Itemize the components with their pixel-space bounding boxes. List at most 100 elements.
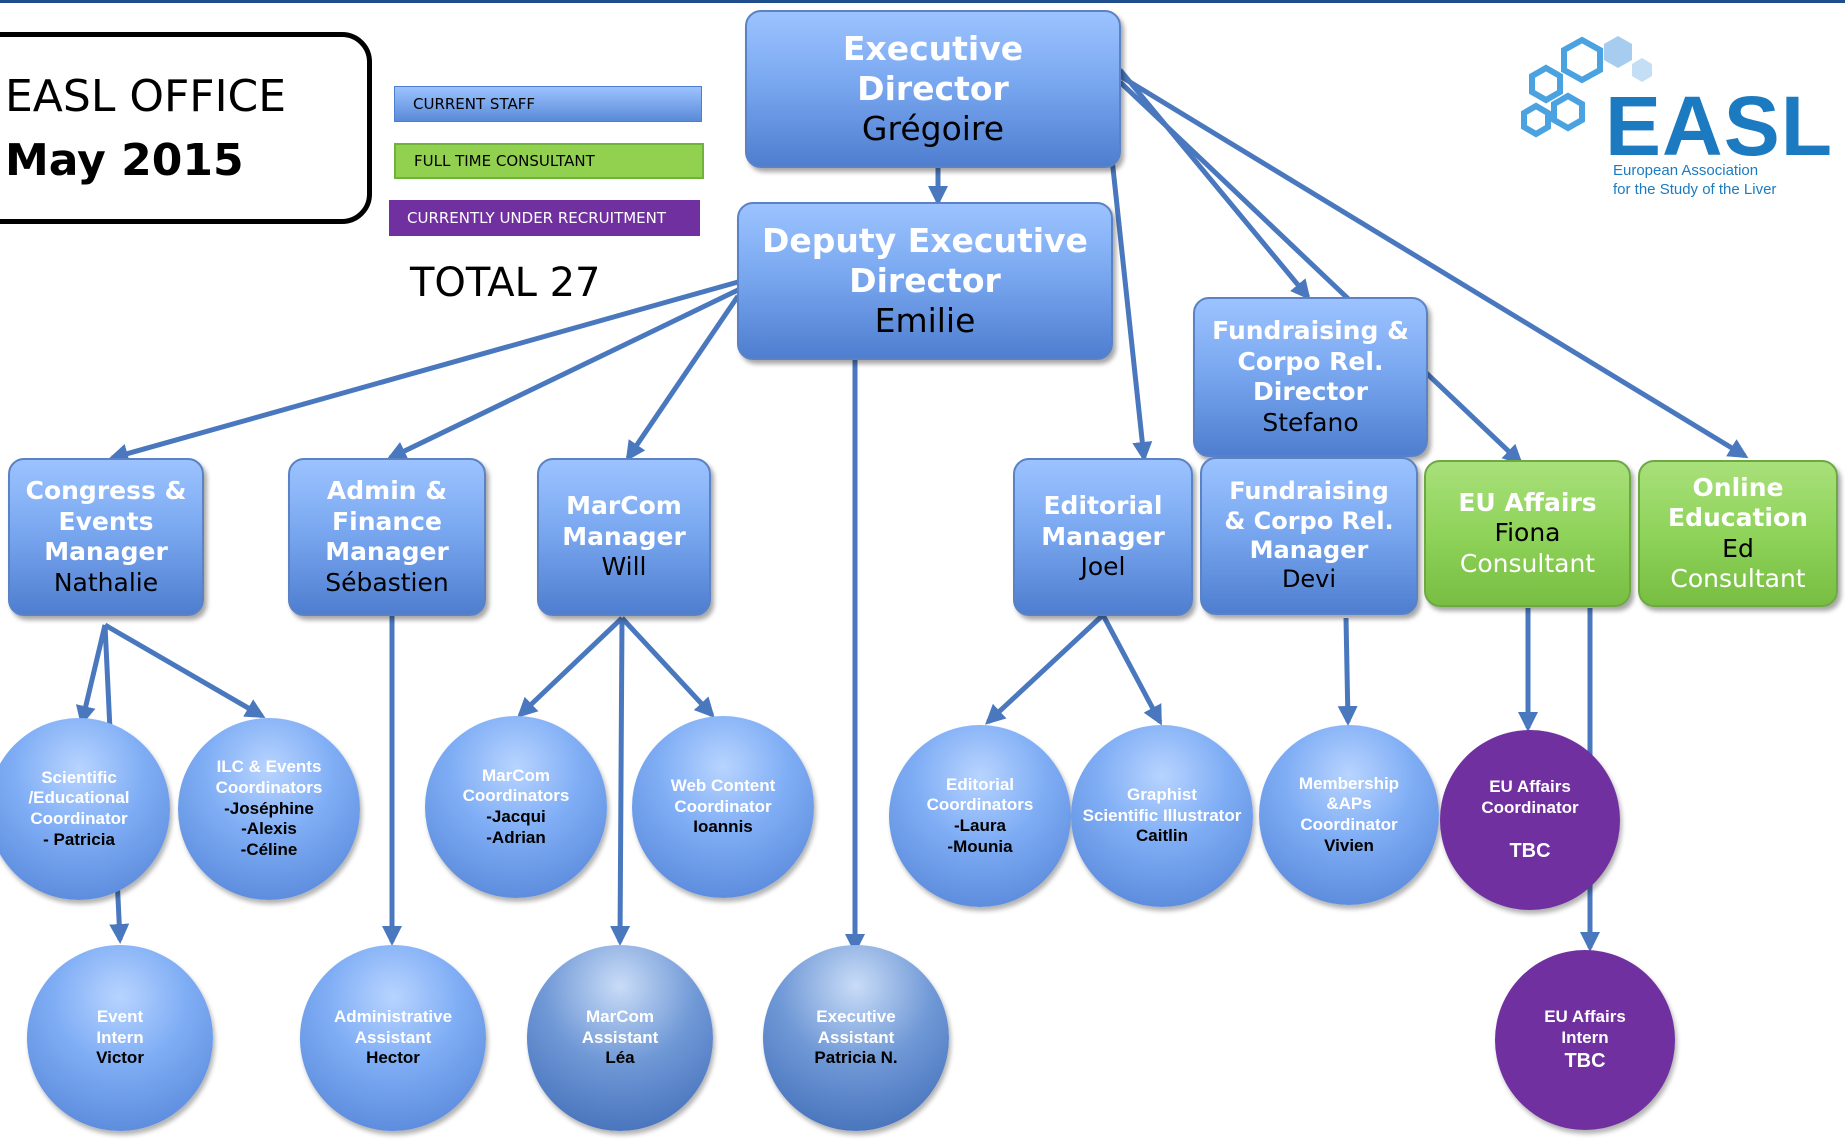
link-editorial-coord xyxy=(985,613,1105,725)
legend-current-staff: CURRENT STAFF xyxy=(394,86,702,122)
circle-name: -Joséphine xyxy=(224,798,314,818)
circle-title: Coordinator xyxy=(30,809,128,828)
circle-name: -Adrian xyxy=(486,827,546,847)
circle-title: MarCom xyxy=(481,765,550,785)
circle-title: Coordinators xyxy=(462,786,570,806)
circle-name: Patricia N. xyxy=(814,1048,898,1068)
node-congress-events-manager: Congress & Events Manager Nathalie xyxy=(8,458,204,616)
circle-eu-affairs-intern: EU Affairs Intern TBC xyxy=(1495,950,1675,1130)
circle-title: Membership xyxy=(1298,773,1400,793)
circle-title: &APs xyxy=(1326,794,1372,814)
circle-title: Intern xyxy=(1561,1027,1609,1047)
circle-eu-affairs-coordinator: EU Affairs Coordinator TBC xyxy=(1440,730,1620,910)
circle-editorial-coordinators: Editorial Coordinators -Laura -Mounia xyxy=(889,725,1071,907)
circle-title: Executive xyxy=(816,1006,896,1026)
circle-graphist: Graphist Scientific Illustrator Caitlin xyxy=(1071,725,1253,907)
node-title: Finance xyxy=(332,506,442,536)
node-admin-finance-manager: Admin & Finance Manager Sébastien xyxy=(288,458,486,616)
node-name: Grégoire xyxy=(861,109,1005,149)
circle-name: -Alexis xyxy=(241,819,297,839)
node-title: EU Affairs xyxy=(1458,487,1597,517)
link-deputy-admin xyxy=(386,287,740,461)
node-title: Director xyxy=(857,68,1009,108)
node-name: Fiona xyxy=(1494,518,1561,548)
top-border-line xyxy=(0,0,1845,3)
circle-web-content-coordinator: Web Content Coordinator Ioannis xyxy=(632,716,814,898)
office-title: EASL OFFICE xyxy=(5,71,287,122)
node-name: Joel xyxy=(1080,552,1126,582)
node-title: Fundraising & xyxy=(1212,316,1409,345)
circle-title: Coordinators xyxy=(215,777,323,797)
circle-title: Event xyxy=(96,1006,144,1026)
node-name: Nathalie xyxy=(53,567,159,597)
link-deputy-congress xyxy=(108,279,739,464)
circle-membership-coordinator: Membership &APs Coordinator Vivien xyxy=(1259,725,1439,905)
circle-title: Scientific xyxy=(41,767,117,787)
circle-title: /Educational xyxy=(28,788,130,808)
node-executive-director: Executive Director Grégoire xyxy=(745,10,1121,168)
node-title: MarCom xyxy=(566,491,682,521)
link-deputy-marcom xyxy=(625,294,741,462)
node-title: Deputy Executive xyxy=(762,220,1088,260)
circle-title: Editorial xyxy=(945,774,1014,794)
circle-title: Coordinators xyxy=(926,795,1034,815)
circle-name: TBC xyxy=(1509,839,1551,862)
node-fundraising-manager: Fundraising & Corpo Rel. Manager Devi xyxy=(1200,457,1418,615)
node-deputy-executive-director: Deputy Executive Director Emilie xyxy=(737,202,1113,360)
node-name: Ed xyxy=(1722,533,1754,563)
node-title: Director xyxy=(849,260,1001,300)
link-exec-online-edu xyxy=(1118,73,1749,459)
node-title: Events xyxy=(58,506,154,536)
circle-title: Scientific Illustrator xyxy=(1082,805,1242,825)
circle-ilc-events-coordinators: ILC & Events Coordinators -Joséphine -Al… xyxy=(178,718,360,900)
circle-title: Coordinator xyxy=(674,796,772,816)
legend-full-time-consultant: FULL TIME CONSULTANT xyxy=(394,143,704,179)
link-exec-fundraising-dir xyxy=(1118,68,1311,301)
node-name: Devi xyxy=(1281,565,1337,594)
circle-marcom-coordinators: MarCom Coordinators -Jacqui -Adrian xyxy=(425,716,607,898)
node-name: Emilie xyxy=(874,301,976,341)
title-box: EASL OFFICE May 2015 xyxy=(0,32,372,224)
circle-marcom-assistant: MarCom Assistant Léa xyxy=(527,945,713,1131)
easl-logo-icon xyxy=(1521,36,1652,138)
node-marcom-manager: MarCom Manager Will xyxy=(537,458,711,616)
circle-name: -Mounia xyxy=(947,836,1013,856)
link-exec-eu-affairs xyxy=(1118,80,1523,465)
node-title: Fundraising xyxy=(1229,477,1389,506)
node-title: Editorial xyxy=(1043,491,1163,521)
circle-name: Hector xyxy=(366,1048,420,1068)
logo-subtitle-line1: European Association xyxy=(1613,162,1759,179)
circle-name: -Céline xyxy=(240,840,298,860)
circle-name: Ioannis xyxy=(693,817,753,837)
node-fundraising-director: Fundraising & Corpo Rel. Director Stefan… xyxy=(1193,297,1428,457)
circle-administrative-assistant: Administrative Assistant Hector xyxy=(300,945,486,1131)
link-editorial-graphist xyxy=(1100,613,1163,726)
node-title: & Corpo Rel. xyxy=(1224,506,1394,535)
link-congress-scientific xyxy=(75,624,108,726)
link-fundraising-membership xyxy=(1337,617,1358,726)
circle-title: MarCom xyxy=(585,1006,654,1026)
circle-title: Intern xyxy=(96,1027,144,1047)
link-marcom-web xyxy=(620,616,715,718)
office-date: May 2015 xyxy=(5,135,244,186)
node-title: Congress & xyxy=(25,476,187,505)
circle-name: - Patricia xyxy=(43,829,115,849)
total-count: TOTAL 27 xyxy=(410,260,601,306)
node-title: Manager xyxy=(562,521,686,551)
circle-title: Coordinator xyxy=(1481,797,1579,817)
logo-subtitle-line2: for the Study of the Liver xyxy=(1613,181,1777,198)
circle-title: EU Affairs xyxy=(1489,777,1571,797)
node-title: Admin & xyxy=(326,476,448,505)
circle-name: Victor xyxy=(96,1048,144,1068)
circle-title: Web Content xyxy=(670,775,776,795)
circle-event-intern: Event Intern Victor xyxy=(27,945,213,1131)
node-note: Consultant xyxy=(1670,564,1806,593)
link-congress-ilc xyxy=(103,622,266,719)
circle-title: Assistant xyxy=(817,1027,895,1047)
node-title: Education xyxy=(1668,503,1808,532)
node-title: Online xyxy=(1692,472,1784,502)
node-eu-affairs: EU Affairs Fiona Consultant xyxy=(1424,460,1631,607)
circle-title: Graphist xyxy=(1127,784,1197,804)
circle-title: Assistant xyxy=(354,1027,432,1047)
node-online-education: Online Education Ed Consultant xyxy=(1638,460,1838,607)
